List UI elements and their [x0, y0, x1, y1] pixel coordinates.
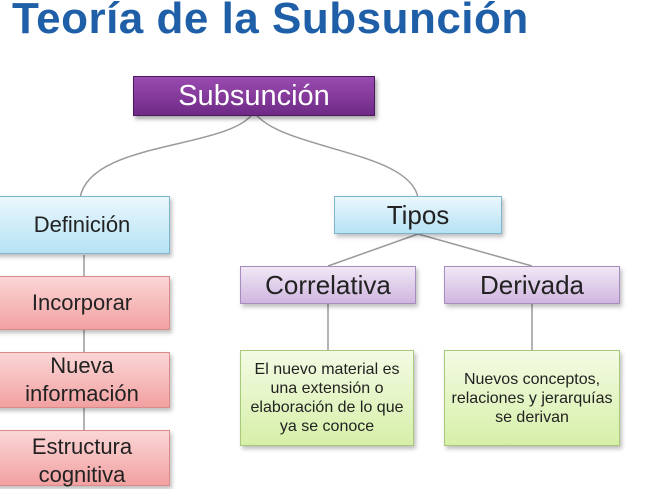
- edge-tipos-correlativa: [327, 233, 419, 267]
- node-nueva-informacion: Nueva información: [0, 352, 170, 408]
- node-estructura-cognitiva: Estructura cognitiva: [0, 430, 170, 487]
- node-correlativa-descripcion: El nuevo material es una extensión o ela…: [240, 350, 414, 446]
- edge-root-tipos: [253, 111, 419, 199]
- node-subsuncion: Subsunción: [133, 76, 375, 116]
- edge-root-definicion: [79, 111, 255, 199]
- node-incorporar: Incorporar: [0, 276, 170, 330]
- node-definicion: Definición: [0, 196, 170, 254]
- node-correlativa: Correlativa: [240, 266, 416, 304]
- edge-tipos-derivada: [417, 233, 533, 267]
- node-derivada-descripcion: Nuevos conceptos, relaciones y jerarquía…: [444, 350, 620, 446]
- page-title: Teoría de la Subsunción: [12, 0, 529, 43]
- connector-lines: [79, 111, 533, 430]
- node-tipos: Tipos: [334, 196, 502, 234]
- node-derivada: Derivada: [444, 266, 620, 304]
